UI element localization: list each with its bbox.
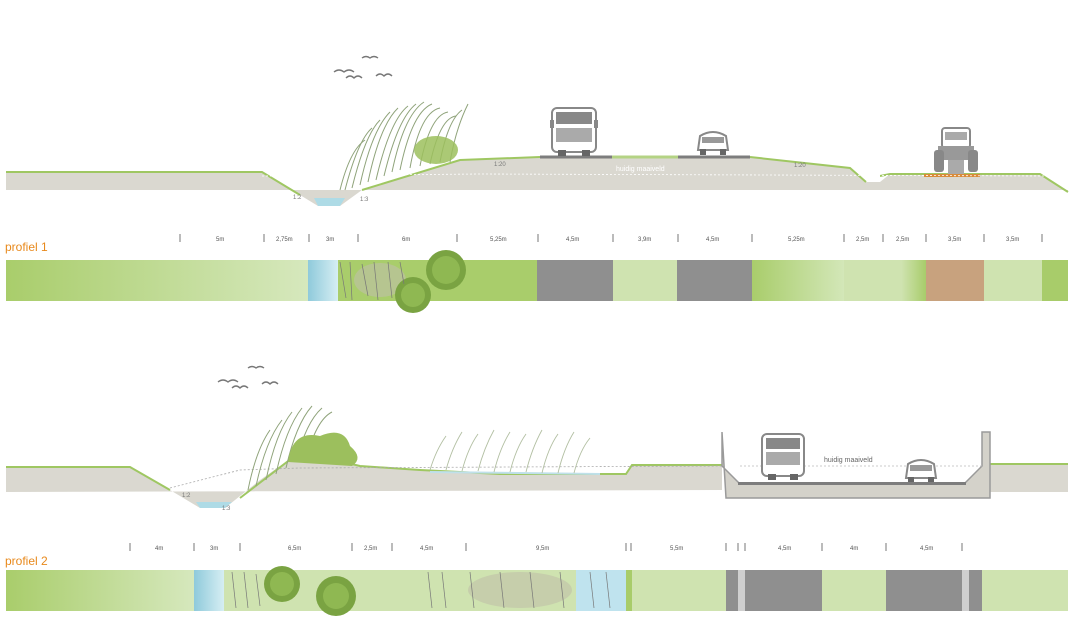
- truck-icon: [550, 107, 598, 156]
- dimension-label: 3,5m: [948, 237, 961, 243]
- car-icon: [696, 131, 730, 155]
- dimension-row-profiel-1: [179, 234, 1043, 242]
- slope-label: 1:20: [494, 162, 506, 168]
- maaiveld-label: huidig maaiveld: [824, 457, 873, 464]
- maaiveld-label: huidig maaiveld: [616, 166, 665, 173]
- dimension-label: 3,5m: [1006, 237, 1019, 243]
- dimension-label: 2,75m: [276, 237, 293, 243]
- existing-level-line: [261, 173, 1051, 177]
- car-icon: [904, 459, 938, 482]
- birds-icon: [333, 55, 393, 79]
- profiel-1-label: profiel 1: [5, 240, 48, 254]
- existing-level-line: [169, 465, 723, 489]
- dimension-label: 2,5m: [896, 237, 909, 243]
- slope-label: 1:3: [222, 506, 231, 512]
- tractor-path: [924, 174, 980, 177]
- dimension-row-profiel-2: [129, 543, 963, 551]
- slope-label: 1:2: [293, 195, 302, 201]
- grass-line: [6, 156, 1069, 196]
- section-profiel-2: huidig maaiveld 1:2 1:3: [6, 365, 1068, 512]
- ditch-water: [314, 198, 345, 206]
- plan-strip-profiel-2: [6, 566, 1068, 616]
- dimension-label: 6m: [402, 237, 410, 243]
- dimension-label: 4m: [155, 546, 163, 552]
- dimension-label: 4,5m: [778, 546, 791, 552]
- dimension-label: 3,9m: [638, 237, 651, 243]
- dimension-labels-profiel-1: 5m 2,75m 3m 6m 5,25m 4,5m 3,9m 4,5m 5,25…: [216, 237, 1019, 243]
- dimension-label: 5,5m: [670, 546, 683, 552]
- slope-label: 1:3: [360, 197, 369, 203]
- dimension-label: 5,25m: [490, 237, 507, 243]
- ground-mass: [6, 452, 722, 508]
- section-profiel-1: huidig maaiveld 1:2 1:3 1:20 1:20: [6, 55, 1069, 206]
- reed-vegetation: [339, 101, 469, 191]
- dimension-label: 6,5m: [288, 546, 301, 552]
- plan-strip-profiel-1: [6, 250, 1068, 313]
- dimension-label: 2,5m: [364, 546, 377, 552]
- dimension-label: 3m: [210, 546, 218, 552]
- dimension-labels-profiel-2: 4m 3m 6,5m 2,5m 4,5m 9,5m 5,5m 4,5m 4m 4…: [155, 546, 933, 552]
- plan-vegetation: [231, 566, 611, 616]
- dimension-label: 4,5m: [706, 237, 719, 243]
- dimension-label: 4m: [850, 546, 858, 552]
- reed-vegetation: [429, 429, 591, 474]
- truck-icon: [761, 433, 805, 480]
- ditch-water: [196, 502, 232, 508]
- plan-vegetation: [339, 250, 466, 313]
- dimension-label: 3m: [326, 237, 334, 243]
- birds-icon: [217, 365, 279, 389]
- profiel-2-label: profiel 2: [5, 554, 48, 568]
- dimension-label: 4,5m: [566, 237, 579, 243]
- tractor-icon: [934, 127, 978, 174]
- shrub: [414, 136, 458, 164]
- ground-mass: [6, 157, 1068, 206]
- dimension-label: 4,5m: [920, 546, 933, 552]
- dimension-label: 4,5m: [420, 546, 433, 552]
- ground-mass: [990, 465, 1068, 492]
- slope-label: 1:2: [182, 493, 191, 499]
- dimension-label: 2,5m: [856, 237, 869, 243]
- shrub: [288, 432, 358, 466]
- pond-water: [429, 471, 601, 475]
- road-deck: [738, 482, 966, 485]
- dimension-label: 9,5m: [536, 546, 549, 552]
- dimension-label: 5,25m: [788, 237, 805, 243]
- dimension-label: 5m: [216, 237, 224, 243]
- slope-label: 1:20: [794, 163, 806, 169]
